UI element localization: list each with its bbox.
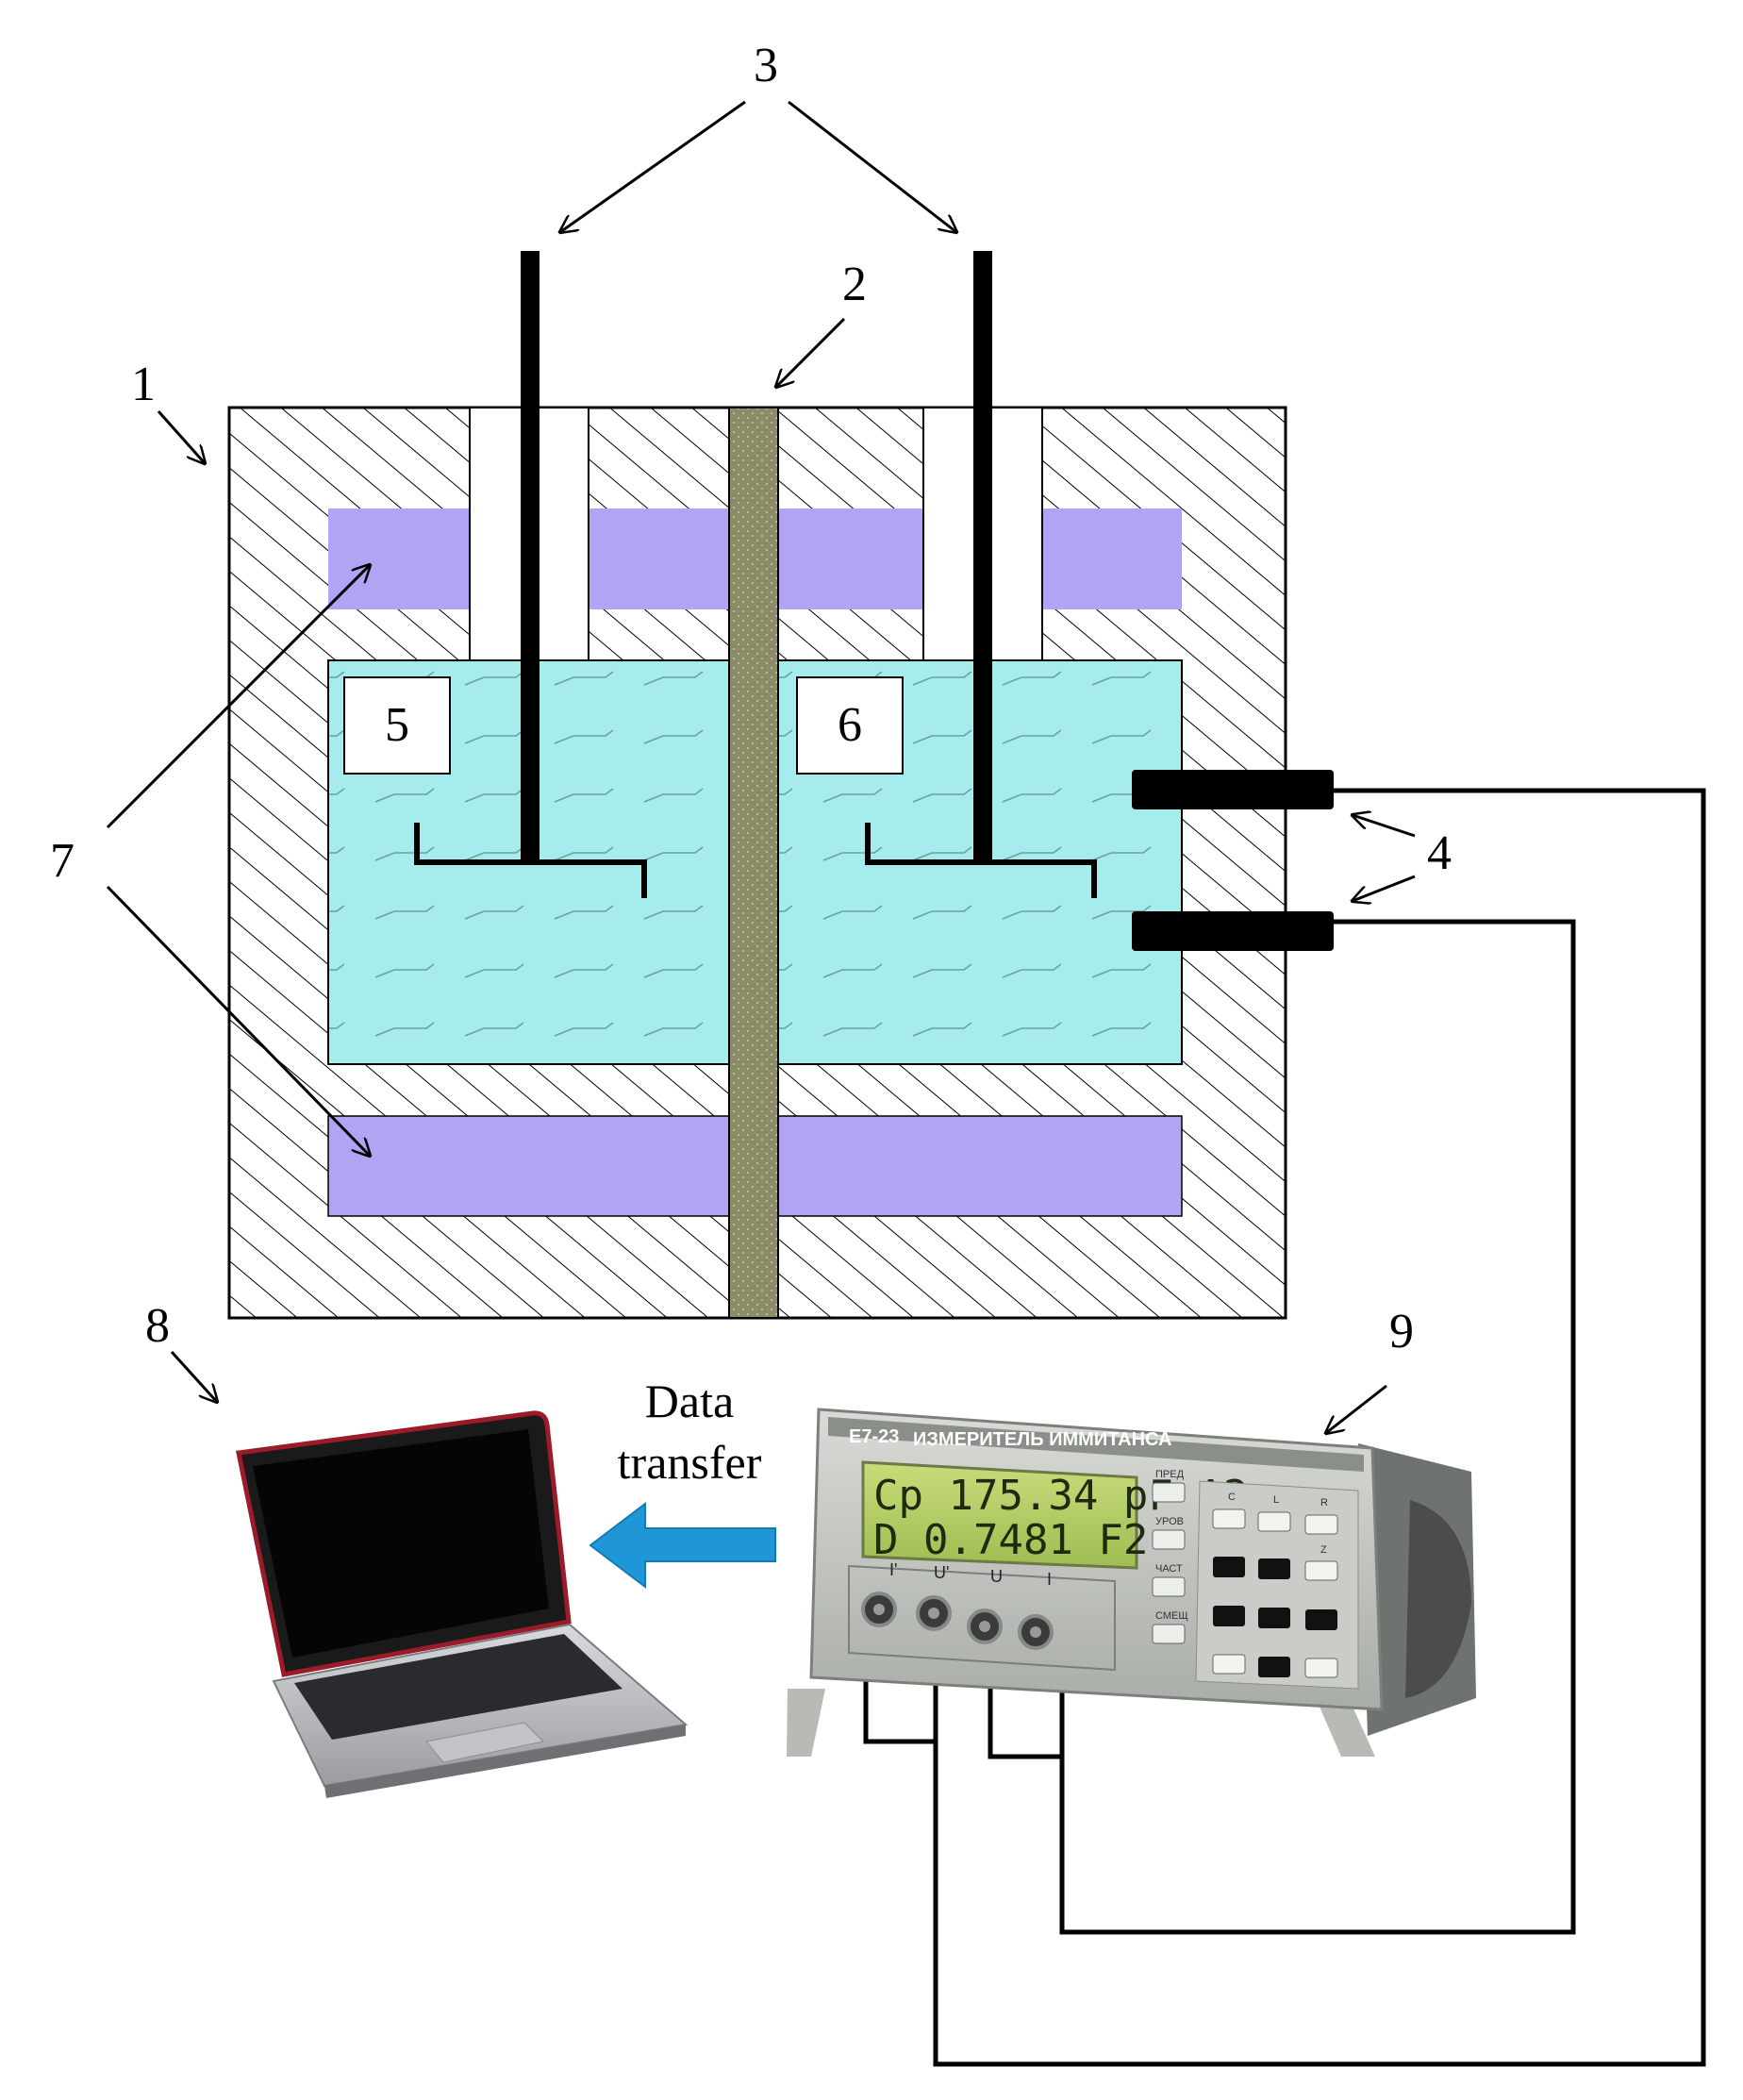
key-label-z: Z — [1320, 1544, 1327, 1556]
meter-brand: E7-23 — [849, 1426, 899, 1447]
left-electrode — [414, 251, 647, 898]
side-key-label-4: СМЕЩ — [1155, 1610, 1188, 1622]
wire-upper-sensor — [933, 788, 1706, 2067]
sensor-upper — [1132, 770, 1334, 809]
label-1: 1 — [131, 358, 156, 411]
meter-display: Cp 175.34 pF A2 D 0.7481 F2 — [861, 1460, 1248, 1570]
label-9: 9 — [1389, 1305, 1414, 1358]
connector-label-u-prime: U' — [934, 1563, 949, 1582]
key-label-c: C — [1228, 1492, 1236, 1503]
meter-title: ИЗМЕРИТЕЛЬ ИММИТАНСА — [913, 1429, 1171, 1450]
data-transfer-label-line1: Data — [645, 1375, 734, 1427]
chamber-6-number: 6 — [838, 698, 862, 752]
label-7: 7 — [50, 834, 75, 888]
arrow-7-up — [106, 565, 370, 829]
laptop — [236, 1410, 689, 1798]
side-key-label-2: УРОВ — [1155, 1516, 1184, 1527]
key-label-l: L — [1273, 1494, 1279, 1506]
connector-label-i-prime: I' — [889, 1560, 897, 1579]
display-line-2: D 0.7481 F2 — [873, 1516, 1148, 1564]
callout-arrows — [106, 100, 1416, 1433]
data-transfer-arrow — [589, 1501, 776, 1590]
cell-housing — [227, 406, 1287, 1320]
keypad: C L R Z — [1195, 1480, 1359, 1690]
side-key-label-3: ЧАСТ — [1155, 1563, 1183, 1575]
label-8: 8 — [145, 1299, 170, 1353]
chamber-5-number: 5 — [385, 698, 409, 752]
chamber-6-tag: 6 — [796, 676, 904, 775]
wire-lower-sensor — [1059, 919, 1576, 1935]
side-keys: ПРЕД УРОВ ЧАСТ СМЕЩ — [1152, 1469, 1188, 1644]
connector-label-i: I — [1047, 1570, 1052, 1589]
side-key-label-1: ПРЕД — [1155, 1469, 1185, 1480]
connector-label-u: U — [990, 1567, 1003, 1586]
wire-jumper-right — [988, 1636, 1065, 1759]
label-2: 2 — [842, 258, 867, 311]
display-line-1: Cp 175.34 pF A2 — [873, 1472, 1248, 1520]
membrane — [728, 407, 779, 1319]
arrow-4-lower — [1353, 875, 1416, 901]
key-label-r: R — [1320, 1497, 1328, 1508]
label-3: 3 — [754, 39, 778, 92]
immittance-meter: E7-23 ИЗМЕРИТЕЛЬ ИММИТАНСА Cp 175.34 pF … — [787, 1408, 1476, 1757]
arrow-3-left — [560, 100, 746, 232]
data-transfer-label-line2: transfer — [618, 1436, 762, 1489]
bnc-connectors: I' U' U I — [848, 1560, 1116, 1672]
arrow-4-upper — [1353, 815, 1416, 838]
label-4: 4 — [1427, 826, 1452, 880]
arrow-2 — [776, 317, 846, 387]
chamber-5-tag: 5 — [343, 676, 451, 775]
arrow-3-right — [788, 100, 956, 232]
arrow-1 — [157, 410, 205, 463]
sensor-lower — [1132, 911, 1334, 951]
right-electrode — [865, 251, 1097, 898]
arrow-8 — [170, 1350, 217, 1402]
arrow-7-down — [106, 885, 370, 1156]
arrow-9 — [1326, 1384, 1387, 1433]
